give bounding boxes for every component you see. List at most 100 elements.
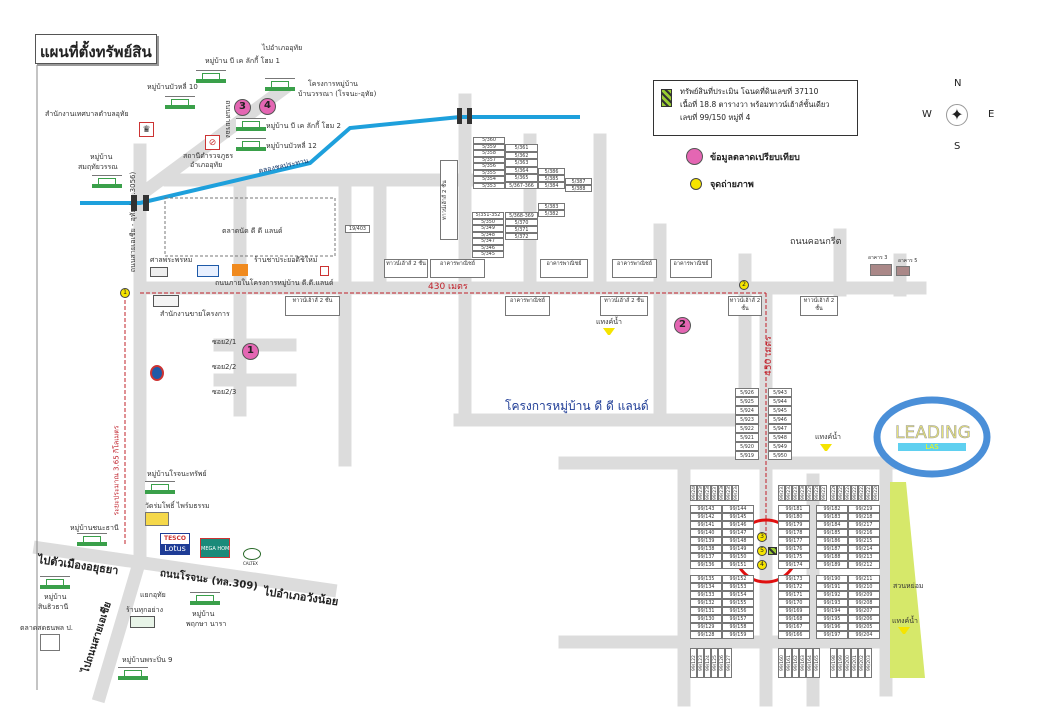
plot-cell: 99/237 (711, 485, 718, 501)
fresh-market-label: ตลาดสดธนพล ป. (20, 624, 73, 632)
plot-cell: 99/233 (778, 485, 785, 501)
village-label: หมู่บ้าน (44, 593, 67, 601)
shop-label: ร้านทุกอย่าง (126, 606, 163, 614)
plot-cell: 99/172 (778, 583, 810, 591)
water-tank-icon (603, 328, 615, 352)
road-label-uthai: ถนนสายเอเชีย - อุทัย (ทล.3056) (129, 171, 137, 273)
shop-label: ร้านชาประยอดีช์ใหม่ (254, 256, 318, 264)
page-title: แผนที่ตั้งทรัพย์สิน (35, 34, 157, 64)
plot-cell: 99/213 (848, 553, 880, 561)
lane-label: ซอย2/1 (212, 338, 237, 346)
plot-cell: 5/926 (735, 388, 759, 397)
plot-cell: 99/135 (690, 575, 722, 583)
fresh-market-icon (40, 634, 60, 651)
comparable-marker-1[interactable]: 1 (242, 343, 259, 360)
temple-icon (145, 512, 169, 526)
plot-cell: 99/143 (690, 505, 722, 513)
subject-swatch-icon (661, 89, 672, 107)
plot-cell: 99/210 (848, 583, 880, 591)
plot-cell: 99/206 (848, 615, 880, 623)
gas-station-icon (150, 365, 164, 381)
legend-comparable: ข้อมูลตลาดเปรียบเทียบ (710, 153, 800, 163)
plot-cell: 99/128 (690, 631, 722, 639)
plot-cell: 99/179 (778, 521, 810, 529)
townhouse-block: ทาวน์เฮ้าส์ 2 ชั้น (285, 296, 340, 316)
village-label: หมู่บ้าน บี เค ลักกี้ โฮม 2 (266, 122, 341, 130)
plot-cell: 99/130 (690, 615, 722, 623)
plot-cell: 99/194 (816, 607, 848, 615)
plot-cell: 99/144 (722, 505, 754, 513)
market-label: ตลาดนัด ดี ดี แลนด์ (222, 227, 283, 235)
building-icon (870, 264, 892, 276)
shop-icon (232, 264, 248, 276)
plot-cell: 99/177 (778, 537, 810, 545)
plot-cell: 99/205 (848, 623, 880, 631)
distance-label-450: 450 เมตร (764, 336, 774, 376)
caltex-icon (243, 548, 261, 560)
shop-icon (130, 616, 155, 628)
subject-property-icon[interactable] (768, 547, 777, 555)
plot-cell: 99/163 (799, 648, 806, 678)
plot-cell: 99/164 (806, 648, 813, 678)
village-label: สมฤทัยวรรณ (78, 163, 118, 171)
plot-cell: 5/925 (735, 397, 759, 406)
plot-cell: 5/368-369 (505, 212, 538, 219)
plot-cell: 99/122 (690, 648, 697, 678)
plot-cell: 5/920 (735, 442, 759, 451)
plot-cell: 99/238 (704, 485, 711, 501)
water-tank-label: แทงค์น้ำ (596, 318, 622, 326)
plot-cell: 99/231 (792, 485, 799, 501)
photo-point-1[interactable]: 1 (120, 288, 130, 298)
photo-point-4[interactable]: 4 (757, 560, 767, 570)
store-711-icon (320, 266, 329, 276)
sales-office-icon (153, 295, 179, 307)
plot-cell: 5/356 (473, 163, 505, 170)
water-tank-label: แทงค์น้ำ (892, 617, 918, 625)
plot-cell: 19/403 (345, 225, 370, 233)
sales-office-label: สำนักงานขายโครงการ (160, 310, 230, 318)
plot-cell: 99/180 (778, 513, 810, 521)
plot-cell: 99/192 (816, 591, 848, 599)
road-rojana (32, 540, 338, 598)
plot-cell: 5/345 (472, 251, 504, 258)
plot-cell: 99/176 (778, 545, 810, 553)
plot-cell: 5/365 (505, 174, 538, 182)
plot-cell: 99/188 (816, 553, 848, 561)
plot-cell: 99/134 (690, 583, 722, 591)
plot-cell: 5/386 (538, 168, 565, 175)
village-icon (165, 96, 195, 109)
plot-cell: 5/387 (565, 178, 592, 185)
plot-cell: 99/125 (711, 648, 718, 678)
lane-label: ซอย2/2 (212, 363, 237, 371)
village-label: หมู่บ้าน (192, 610, 215, 618)
plot-cell: 99/150 (722, 553, 754, 561)
plot-cell: 5/357 (473, 156, 505, 163)
comparable-marker-3[interactable]: 3 (234, 99, 251, 116)
plot-cell: 5/383 (538, 203, 565, 210)
plot-cell: 5/346 (472, 244, 504, 251)
plot-cell: 99/149 (722, 545, 754, 553)
plot-cell: 99/185 (816, 529, 848, 537)
plot-cell: 99/186 (816, 537, 848, 545)
plot-cell: 99/161 (785, 648, 792, 678)
plot-cell: 99/215 (848, 537, 880, 545)
plot-cell: 5/347 (472, 238, 504, 245)
village-label: โครงการหมู่บ้าน (308, 80, 358, 88)
comparable-marker-2[interactable]: 2 (674, 317, 691, 334)
plot-cell: 99/132 (690, 599, 722, 607)
photo-point-3[interactable]: 3 (757, 532, 767, 542)
photo-point-2[interactable]: 2 (739, 280, 749, 290)
comparable-marker-4[interactable]: 4 (259, 98, 276, 115)
plot-cell: 99/218 (848, 513, 880, 521)
plot-cell: 5/923 (735, 415, 759, 424)
plot-cell: 99/190 (816, 575, 848, 583)
plot-cell: 5/355 (473, 169, 505, 176)
plot-cell: 99/136 (690, 561, 722, 569)
logo-sub: LAS (898, 443, 966, 451)
plot-cell: 99/199 (837, 648, 844, 678)
plot-cell: 5/372 (505, 233, 538, 240)
photo-point-5[interactable]: 5 (757, 546, 767, 556)
plot-cell: 5/359 (473, 143, 505, 150)
plot-cell: 99/217 (848, 521, 880, 529)
